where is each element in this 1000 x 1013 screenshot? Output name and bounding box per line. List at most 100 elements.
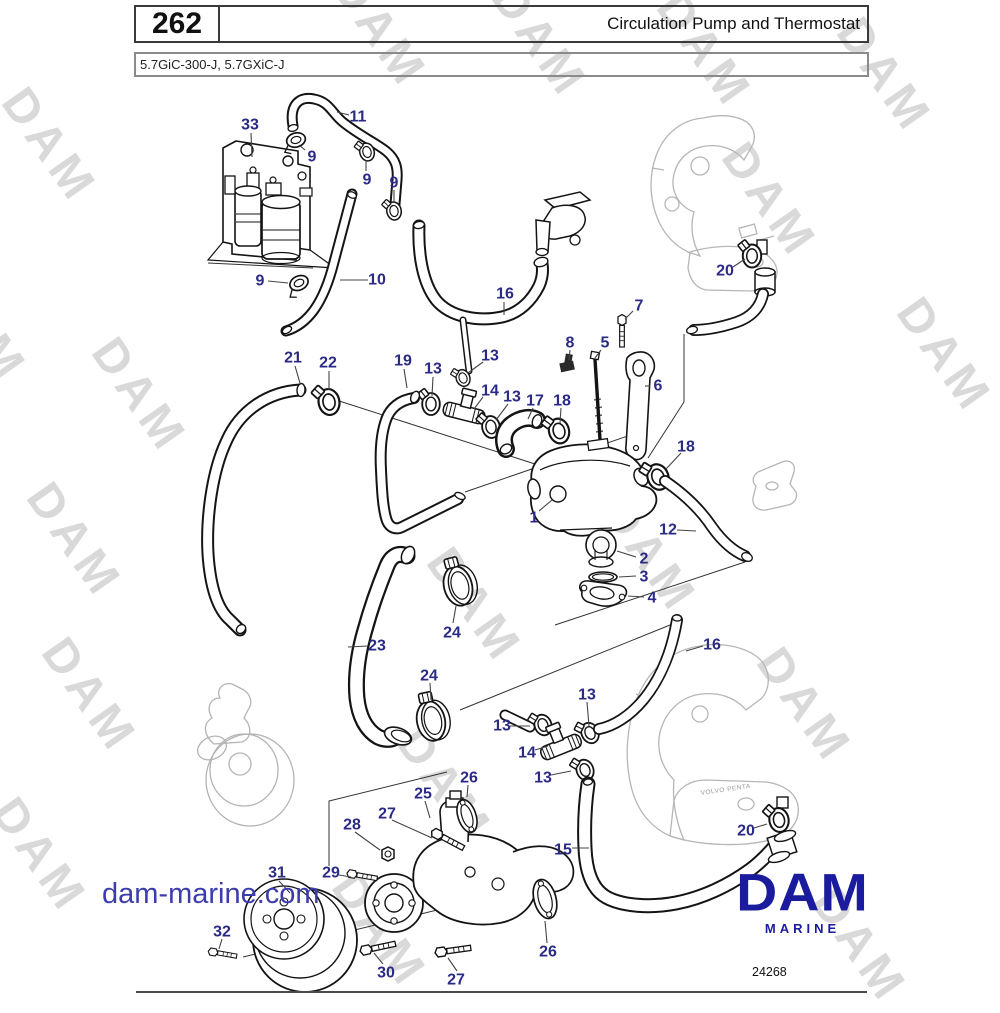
fitting-8-drawing [559,353,575,373]
callout-22: 22 [319,355,337,372]
logo-text: DAM [736,863,869,923]
callout-20: 20 [737,823,755,840]
callout-leader [559,407,562,424]
callout-leader [218,938,223,950]
callout-16: 16 [496,286,514,303]
clamp-24b-drawing [410,687,455,745]
callout-9: 9 [256,273,265,290]
callout-15: 15 [554,842,572,859]
callout-30: 30 [377,965,395,982]
callout-leader [424,800,431,819]
o-ring-3-drawing [588,571,618,583]
bottom-rule [136,991,867,993]
hose-19-drawing [374,390,466,535]
callout-31: 31 [268,865,286,882]
gasket-4-drawing [579,580,628,607]
callout-leader [250,132,253,158]
callout-13: 13 [424,361,442,378]
bracket-6-drawing [625,351,656,461]
callout-leader [467,361,484,374]
callout-1: 1 [530,510,539,527]
callout-7: 7 [635,298,644,315]
page-number: 262 [136,7,220,41]
callout-19: 19 [394,353,412,370]
water-pump-drawing [364,790,575,933]
callout-leader [568,349,571,361]
callout-leader [676,529,697,532]
callout-leader [338,874,352,878]
circulation-pump-ghost [196,683,295,827]
bolt-29-drawing [345,868,379,883]
callout-leader [278,880,291,894]
callout-5: 5 [601,335,610,352]
callout-9: 9 [363,172,372,189]
dam-marine-logo: DAM MARINE [700,866,905,936]
callout-3: 3 [640,569,649,586]
callout-18: 18 [553,393,571,410]
callout-leader [586,701,590,727]
callout-18: 18 [677,439,695,456]
callout-26: 26 [460,770,478,787]
callout-leader [527,407,534,420]
thermostat-housing-drawing [527,437,658,537]
callout-leader [452,605,457,624]
callout-leader [391,819,433,839]
hose-16-bottom-drawing [593,614,683,735]
callout-29: 29 [322,865,340,882]
callout-leader [616,550,637,558]
gasket-26b-drawing [532,878,558,920]
callout-8: 8 [566,335,575,352]
callout-2: 2 [640,551,649,568]
callout-leader [267,280,289,284]
callout-20: 20 [716,263,734,280]
clamp-9d-drawing [282,271,314,301]
callout-leader [336,111,350,116]
callout-leader [544,920,548,944]
callout-28: 28 [343,817,361,834]
callout-4: 4 [648,590,657,607]
bolt-32-drawing [207,947,238,961]
callout-leader [665,452,682,470]
callout-11: 11 [350,109,367,126]
callout-leader [627,595,645,598]
hose-21-drawing [201,382,307,637]
callout-14: 14 [518,745,536,762]
callout-leader [354,831,381,851]
nut-28-drawing [381,846,395,862]
callout-17: 17 [526,393,544,410]
logo-subtext: MARINE [764,921,841,937]
callout-10: 10 [368,272,386,289]
callout-leader [294,365,301,384]
callout-leader [624,310,634,320]
pulley-31-drawing [243,878,358,993]
callout-24: 24 [420,668,438,685]
callout-12: 12 [659,522,677,539]
callout-9: 9 [390,175,399,192]
fitting-drawing-top [535,191,592,257]
elbow-17-drawing [495,408,546,458]
callout-leader [732,258,746,268]
gasket-26a-drawing [456,798,478,834]
callout-leader [429,682,432,701]
callout-leader [594,349,602,359]
callout-leader [618,575,637,578]
hose-23-drawing [347,545,416,748]
callout-13: 13 [481,348,499,365]
clamp-22-drawing [308,380,343,419]
hose-16-top-drawing [412,219,550,326]
page-header: 262 Circulation Pump and Thermostat [134,5,869,43]
model-designations: 5.7GiC-300-J, 5.7GXiC-J [134,52,869,77]
bolt-30-drawing [358,938,397,957]
callout-leader [403,368,408,389]
exhaust-manifold-ghost-bottom [626,643,799,846]
callout-13: 13 [578,687,596,704]
callout-21: 21 [284,350,302,367]
callout-6: 6 [654,378,663,395]
callout-13: 13 [503,389,521,406]
callout-9: 9 [308,149,317,166]
page-title: Circulation Pump and Thermostat [607,14,860,33]
riser-fitting-ghost [752,460,798,511]
callout-leader [431,376,434,397]
callout-leader [347,645,369,648]
